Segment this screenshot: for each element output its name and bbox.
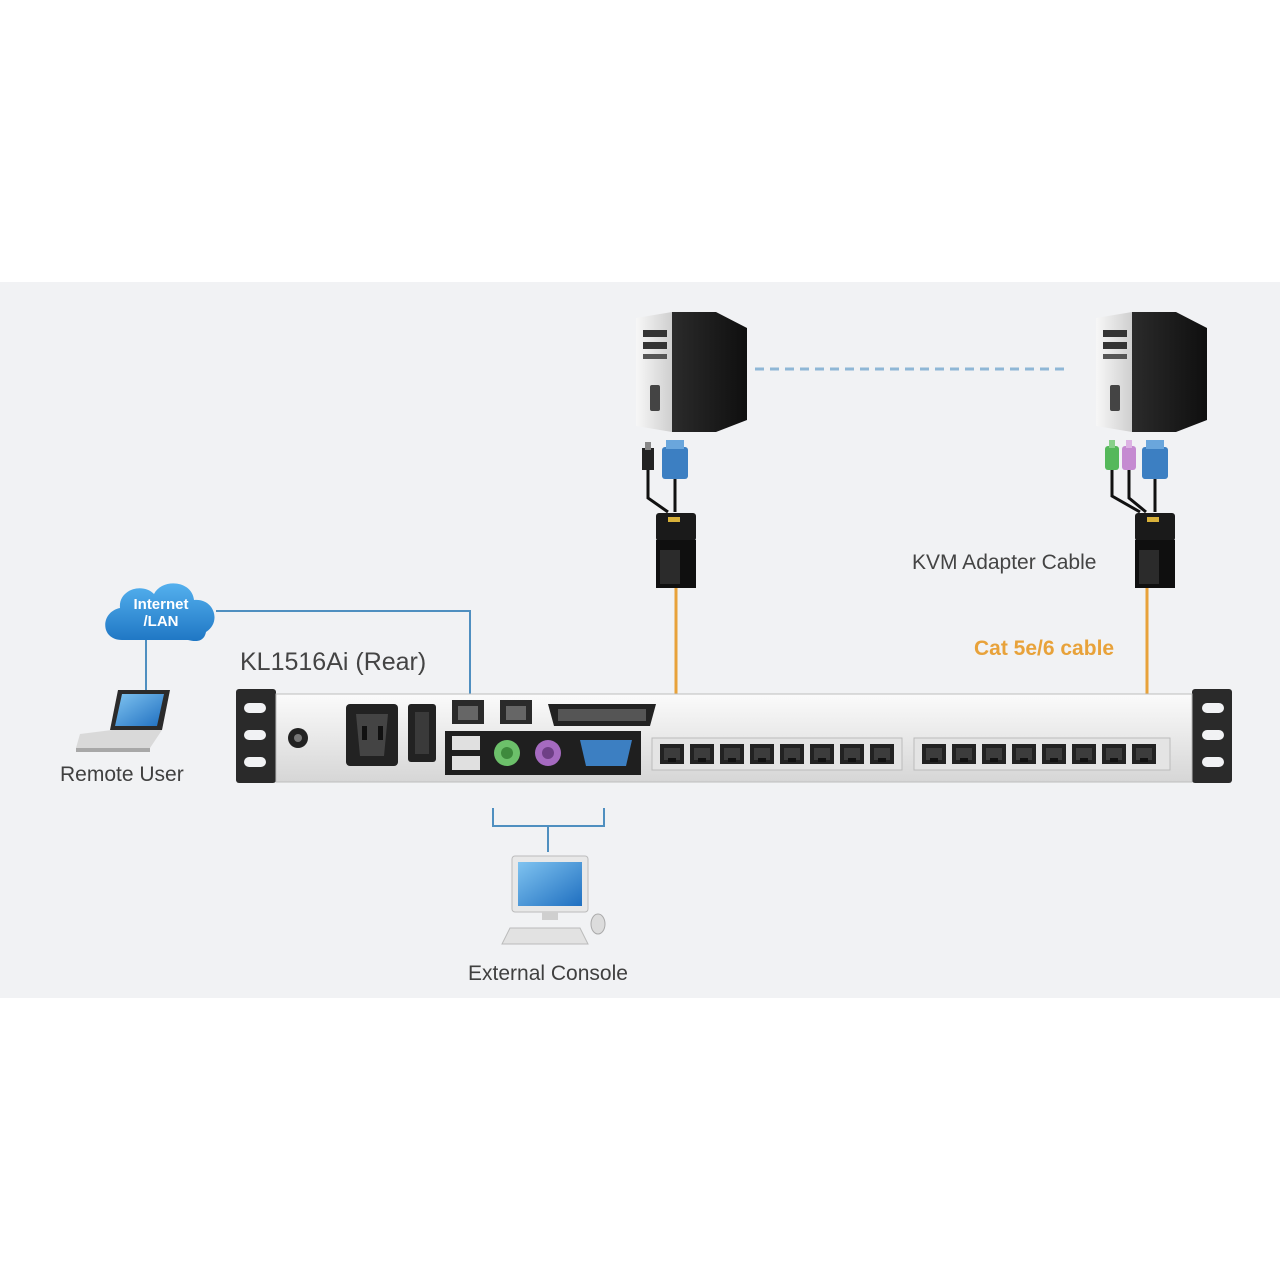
- ps2-connector-icon: [1105, 440, 1119, 470]
- console-link-bracket: [492, 808, 605, 827]
- rj45-port: [870, 744, 894, 764]
- desktop-console-icon: [501, 855, 606, 945]
- lan-link-line: [216, 610, 471, 702]
- adapter-cable-label: KVM Adapter Cable: [912, 551, 1097, 574]
- rj45-port: [1042, 744, 1066, 764]
- rj45-port: [690, 744, 714, 764]
- network-label-line1: Internet: [133, 596, 189, 613]
- external-console-label: External Console: [468, 962, 628, 985]
- rj45-port: [952, 744, 976, 764]
- device-label: KL1516Ai (Rear): [240, 648, 427, 676]
- rj45-port: [810, 744, 834, 764]
- cat5-cable-label: Cat 5e/6 cable: [974, 637, 1115, 660]
- rj45-port: [922, 744, 946, 764]
- rj45-port: [1012, 744, 1036, 764]
- laptop-icon: [76, 690, 170, 752]
- rj45-port: [720, 744, 744, 764]
- kvm-adapter-icon: [656, 513, 696, 588]
- rj45-port: [1132, 744, 1156, 764]
- rj45-port-bank: [651, 737, 1171, 771]
- rj45-port: [840, 744, 864, 764]
- rj45-port: [750, 744, 774, 764]
- network-label: Internet /LAN: [106, 596, 216, 630]
- server-tower-icon: [1096, 312, 1207, 432]
- network-label-line2: /LAN: [143, 613, 179, 630]
- kvm-adapter-icon: [1135, 513, 1175, 588]
- rj45-port: [660, 744, 684, 764]
- rj45-port: [780, 744, 804, 764]
- rj45-port: [1072, 744, 1096, 764]
- cloud-icon: [105, 583, 215, 642]
- rj45-port: [982, 744, 1006, 764]
- rj45-port: [1102, 744, 1126, 764]
- ps2-connector-icon: [1122, 440, 1136, 470]
- vga-connector-icon: [1142, 440, 1168, 479]
- server-tower-icon: [636, 312, 747, 432]
- vga-connector-icon: [662, 440, 688, 479]
- usb-connector-icon: [642, 442, 654, 470]
- remote-user-label: Remote User: [60, 763, 184, 786]
